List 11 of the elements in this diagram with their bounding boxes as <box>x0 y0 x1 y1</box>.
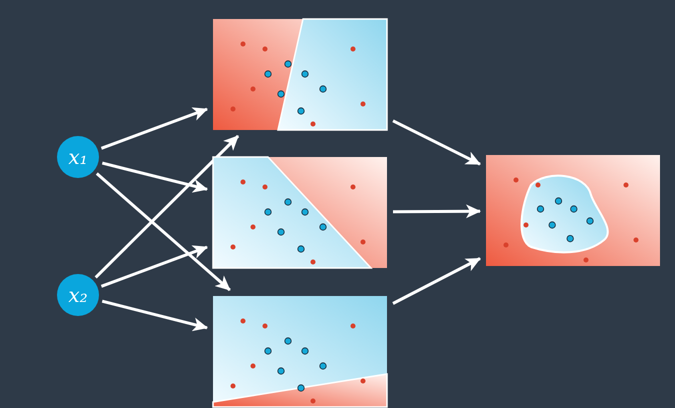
input-circle: x₂ <box>57 274 99 316</box>
arrow <box>102 300 208 332</box>
input-circle: x₁ <box>57 136 99 178</box>
arrow <box>100 107 208 150</box>
arrow <box>392 257 481 305</box>
arrow <box>96 172 231 292</box>
arrow <box>100 245 208 288</box>
arrow <box>102 162 208 193</box>
arrow <box>392 119 481 166</box>
arrow <box>392 204 481 218</box>
arrow <box>94 134 240 278</box>
